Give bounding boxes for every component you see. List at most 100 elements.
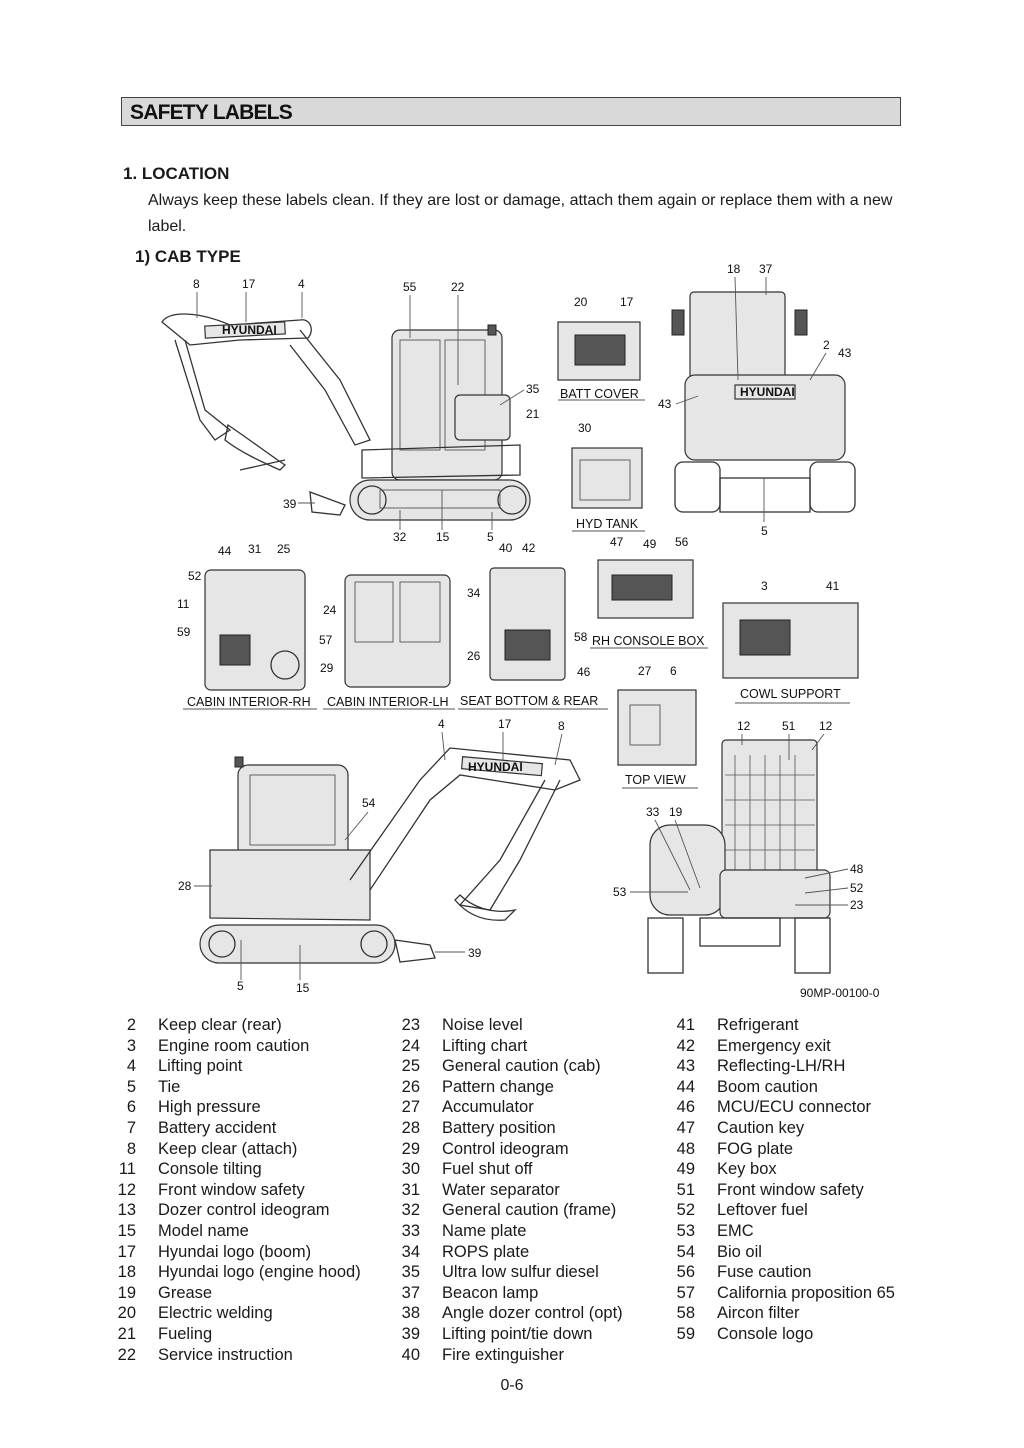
top-view-inset: TOP VIEW 27 6 — [617, 664, 698, 789]
callout-17: 17 — [498, 717, 512, 731]
caption-hyd-tank: HYD TANK — [576, 517, 639, 531]
callout-4: 4 — [438, 717, 445, 731]
callout-17: 17 — [620, 295, 634, 309]
brand-logo-boom: HYUNDAI — [222, 323, 277, 337]
brand-logo-hood: HYUNDAI — [740, 385, 795, 399]
hyd-tank-inset: HYD TANK 30 — [571, 421, 645, 532]
callout-34: 34 — [467, 586, 481, 600]
callout-12: 12 — [737, 719, 751, 733]
page-title: SAFETY LABELS — [130, 101, 293, 124]
intro-paragraph: Always keep these labels clean. If they … — [148, 192, 893, 235]
callout-53: 53 — [613, 885, 627, 899]
callout-2: 2 — [823, 338, 830, 352]
callout-21: 21 — [526, 407, 540, 421]
callout-39: 39 — [283, 497, 297, 511]
callout-26: 26 — [467, 649, 481, 663]
callout-56: 56 — [675, 535, 689, 549]
callout-15: 15 — [436, 530, 450, 544]
callout-18: 18 — [727, 262, 741, 276]
safety-label-location-diagram: HYUNDAI 8 17 4 55 22 35 21 39 32 15 5 BA… — [161, 262, 880, 1000]
caption-rh-console-box: RH CONSOLE BOX — [592, 634, 705, 648]
figure-code: 90MP-00100-02 — [800, 986, 880, 1000]
callout-52: 52 — [188, 569, 202, 583]
callout-33: 33 — [646, 805, 660, 819]
subsection-title: 1) CAB TYPE — [135, 247, 241, 266]
rh-console-box-inset: RH CONSOLE BOX 47 49 56 — [590, 535, 708, 649]
callout-44: 44 — [218, 544, 232, 558]
callout-54: 54 — [362, 796, 376, 810]
brand-logo-boom-left: HYUNDAI — [468, 760, 523, 774]
callout-49: 49 — [643, 537, 657, 551]
section-title: 1. LOCATION — [123, 164, 230, 183]
excavator-rear-view: HYUNDAI 18 37 2 43 43 5 — [658, 262, 856, 538]
callout-42: 42 — [522, 541, 536, 555]
callout-27: 27 — [638, 664, 652, 678]
callout-23: 23 — [850, 898, 864, 912]
batt-cover-inset: BATT COVER 20 17 — [557, 295, 645, 401]
callout-58: 58 — [574, 630, 588, 644]
callout-12: 12 — [819, 719, 833, 733]
callout-32: 32 — [393, 530, 407, 544]
callout-22: 22 — [451, 280, 465, 294]
callout-8: 8 — [558, 719, 565, 733]
excavator-side-view-left: HYUNDAI 4 17 8 54 28 5 15 39 — [178, 717, 581, 995]
callout-29: 29 — [320, 661, 334, 675]
callout-39: 39 — [468, 946, 482, 960]
section-header-bar: SAFETY LABELS — [121, 97, 901, 126]
callout-43: 43 — [658, 397, 672, 411]
cabin-interior-lh-inset: CABIN INTERIOR-LH 24 57 29 — [319, 574, 455, 710]
callout-35: 35 — [526, 382, 540, 396]
callout-59: 59 — [177, 625, 191, 639]
callout-40: 40 — [499, 541, 513, 555]
callout-24: 24 — [323, 603, 337, 617]
cowl-support-inset: COWL SUPPORT 3 41 — [722, 579, 859, 704]
callout-28: 28 — [178, 879, 192, 893]
callout-51: 51 — [782, 719, 796, 733]
page-number: 0-6 — [500, 1377, 524, 1394]
callout-31: 31 — [248, 542, 262, 556]
callout-30: 30 — [578, 421, 592, 435]
callout-3: 3 — [761, 579, 768, 593]
